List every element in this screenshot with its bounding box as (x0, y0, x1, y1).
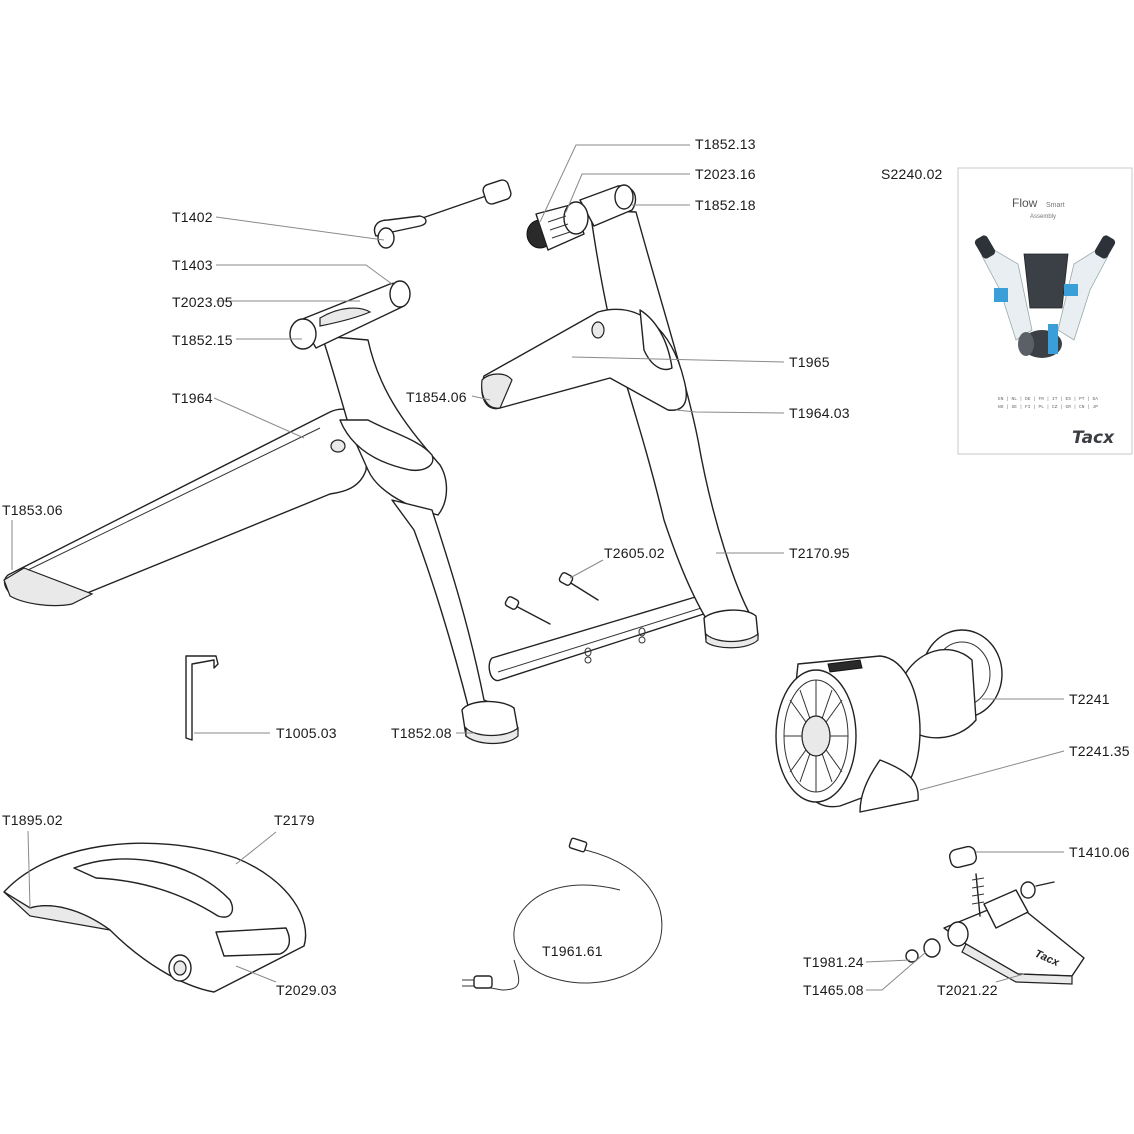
label-t1410-06: T1410.06 (1069, 844, 1130, 860)
label-t2021-22: T2021.22 (937, 982, 998, 998)
label-t1852-15: T1852.15 (172, 332, 233, 348)
label-t2241: T2241 (1069, 691, 1110, 707)
label-t1402: T1402 (172, 209, 213, 225)
skewer-t1402 (373, 179, 512, 249)
label-t1853-06: T1853.06 (2, 502, 63, 518)
label-t1895-02: T1895.02 (2, 812, 63, 828)
label-t2029-03: T2029.03 (276, 982, 337, 998)
bolts-t2605-02 (504, 572, 599, 625)
manual-brand-logo: Tacx (1072, 428, 1115, 448)
label-t1005-03: T1005.03 (276, 725, 337, 741)
label-t2605-02: T2605.02 (604, 545, 665, 561)
manual-languages-row-1: EN | NL | DE | FR | IT | ES | PT | DA (998, 396, 1098, 402)
trainer-frame (3, 184, 759, 745)
clamp-block-t2021-22: Tacx (905, 845, 1085, 985)
leader-lines (11, 144, 1065, 991)
manual-subtitle: Assembly (1030, 214, 1056, 220)
label-s2240-02: S2240.02 (881, 166, 943, 182)
part-labels: T1852.13 T2023.16 T1852.18 S2240.02 T140… (2, 136, 1130, 998)
front-wheel-block-t2179 (3, 842, 307, 993)
label-t1403: T1403 (172, 257, 213, 273)
label-t1852-18: T1852.18 (695, 197, 756, 213)
label-t1981-24: T1981.24 (803, 954, 864, 970)
resistance-unit-t2241 (775, 629, 1003, 813)
manual-title: Flow (1012, 196, 1038, 210)
manual-trainer-illustration (974, 235, 1116, 358)
label-t2170-95: T2170.95 (789, 545, 850, 561)
label-t1465-08: T1465.08 (803, 982, 864, 998)
label-t1852-08: T1852.08 (391, 725, 452, 741)
left-axle-t2023-05 (289, 280, 411, 350)
label-t1854-06: T1854.06 (406, 389, 467, 405)
label-t2241-35: T2241.35 (1069, 743, 1130, 759)
label-t2179: T2179 (274, 812, 315, 828)
manual-title-sub: Smart (1046, 202, 1065, 209)
manual-languages-row-2: NO | SE | FI | PL | CZ | GR | CN | JP (998, 404, 1098, 410)
label-t1852-13: T1852.13 (695, 136, 756, 152)
label-t2023-05: T2023.05 (172, 294, 233, 310)
label-t1965: T1965 (789, 354, 830, 370)
label-t1964-03: T1964.03 (789, 405, 850, 421)
power-cable-t1961-61 (462, 837, 663, 991)
manual-booklet-s2240-02: Flow Smart Assembly EN | NL | DE | FR | … (957, 167, 1133, 455)
axle-cup-t1852-13 (526, 201, 589, 251)
label-t2023-16: T2023.16 (695, 166, 756, 182)
label-t1961-61: T1961.61 (542, 943, 603, 959)
hex-key-t1005-03 (185, 655, 219, 741)
label-t1964: T1964 (172, 390, 213, 406)
